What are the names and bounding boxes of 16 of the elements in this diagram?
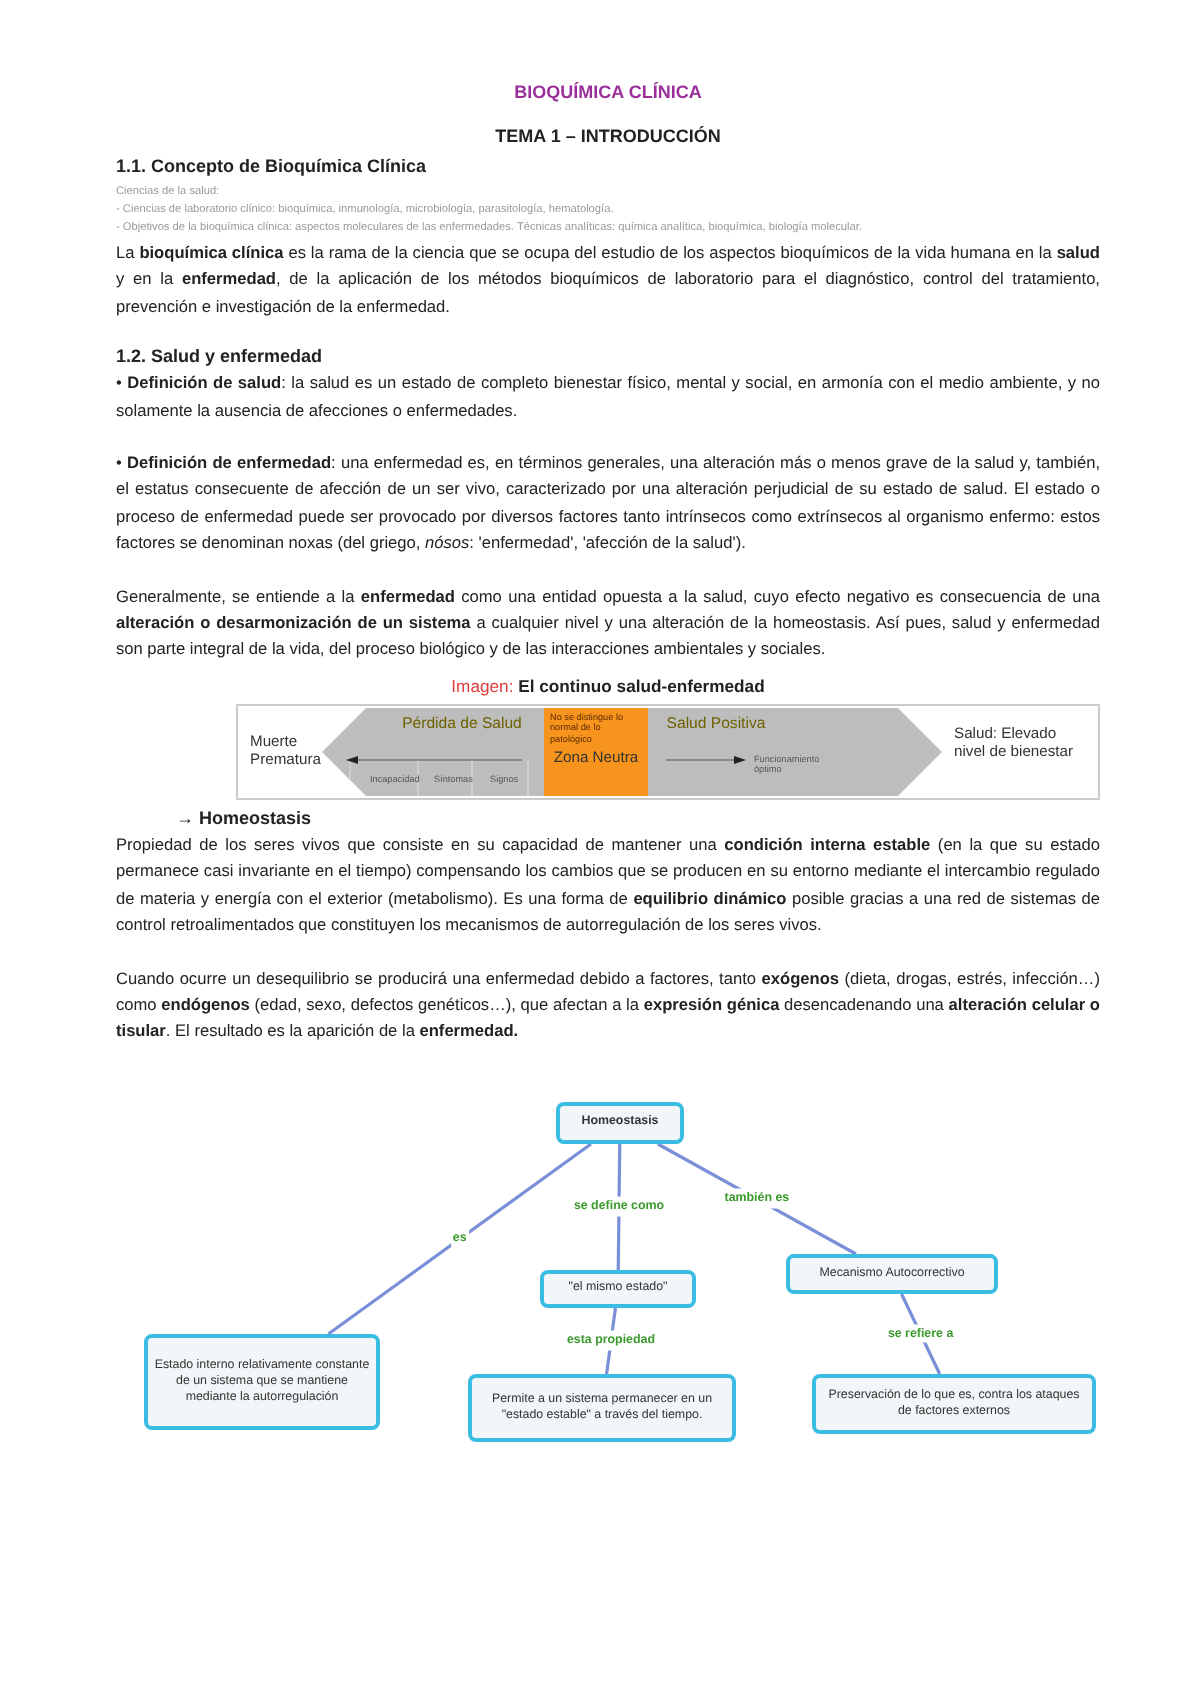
caption-prefix: Imagen: [451,675,514,696]
connector-line [327,1142,592,1335]
paragraph: Propiedad de los seres vivos que consiste en su capacidad de mantener una condición interna estable (en la que su estado permanece casi invariante en el tiempo) compensando los cambios que se producen en su entorno mediante el intercambio regulado de materia y energía con el exterior (metabolismo). Es una forma de equilibrio dinámico posible gracias a una red de sistemas de control retroalimentados que constituyen los mecanismos de autorregulación de los seres vivos. [116,831,1100,939]
paragraph: Cuando ocurre un desequilibrio se producirá una enfermedad debido a factores, tanto exógenos (dieta, drogas, estrés, infección…) como endógenos (edad, sexo, defectos genéticos…), que afectan a la expresión génica desencadenando una alteración celular o tisular. El resultado es la aparición de la enfermedad. [116,965,1100,1045]
continuum-band [322,707,942,796]
neutral-zone-box [544,707,648,796]
section-heading: 1.1. Concepto de Bioquímica Clínica [116,154,429,180]
section-title: TEMA 1 – INTRODUCCIÓN [493,124,723,150]
section-heading: 1.2. Salud y enfermedad [116,344,325,371]
paragraph: La bioquímica clínica es la rama de la ciencia que se ocupa del estudio de los aspectos bioquímicos de la vida humana en la salud y en la enfermedad, de la aplicación de los métodos bioquímicos de laboratorio para el diagnóstico, control del tratamiento, prevención e investigación de la enfermedad. [116,240,1100,320]
paragraph: • Definición de enfermedad: una enfermedad es, en términos generales, una alteración más o menos grave de la salud y, también, el estatus consecuente de afección de un ser vivo, caracterizado por una alteración perjudicial de su estado de salud. El estado o proceso de enfermedad puede ser provocado por diversos factores tanto intrínsecos como extrínsecos al organismo enfermo: estos factores se denominan noxas (del griego, nósos: 'enfermedad', 'afección de la salud'). [116,450,1100,557]
figure-caption: El continuo salud-enfermedad [518,675,765,696]
paragraph: • Definición de salud: la salud es un estado de completo bienestar físico, mental y social, en armonía con el medio ambiente, y no solamente la ausencia de afecciones o enfermedades. [116,370,1100,424]
subheading: → Homeostasis [176,805,314,832]
document-title: BIOQUÍMICA CLÍNICA [512,80,704,104]
paragraph: Generalmente, se entiende a la enfermedad como una entidad opuesta a la salud, cuyo efecto negativo es consecuencia de una alteración o desarmonización de un sistema a cualquier nivel y una alteración de la homeostasis. Así pues, salud y enfermedad son parte integral de la vida, del proceso biológico y de las interacciones ambientales y sociales. [116,583,1100,663]
